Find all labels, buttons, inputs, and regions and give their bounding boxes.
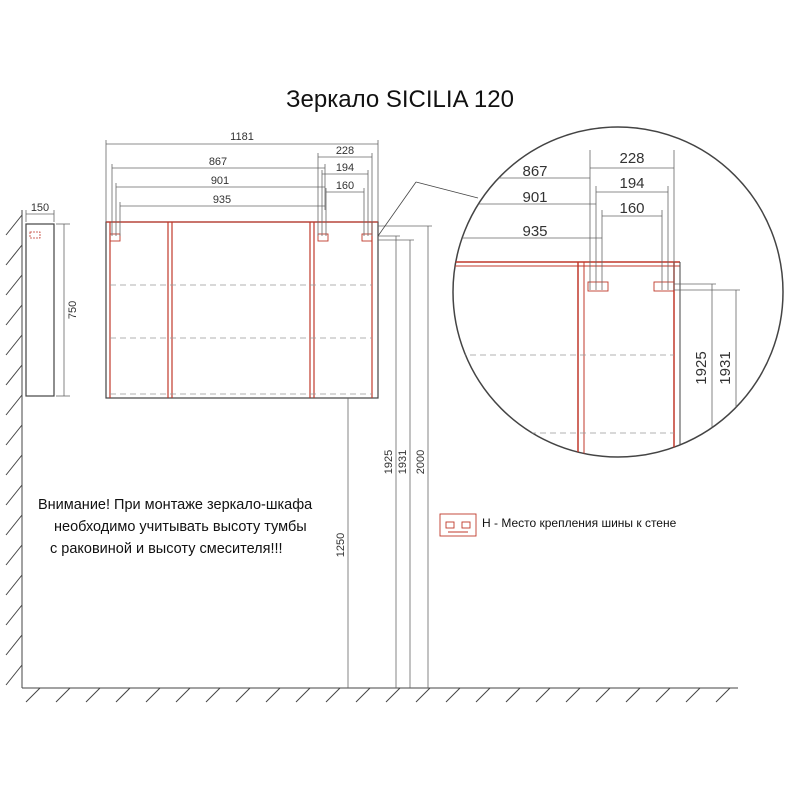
mounting-bracket <box>109 233 373 242</box>
warning-text: Внимание! При монтаже зеркало-шкафа необ… <box>38 494 358 560</box>
page-title: Зеркало SICILIA 120 <box>286 86 514 113</box>
dim-935: 935 <box>213 194 231 206</box>
dim-194: 194 <box>336 162 354 174</box>
legend-text: H - Место крепления шины к стене <box>482 516 677 530</box>
warning-line-1: Внимание! При монтаже зеркало-шкафа <box>38 497 313 513</box>
warning-line-3: с раковиной и высоту смесителя!!! <box>50 541 283 557</box>
dim-1925: 1925 <box>383 450 395 474</box>
front-view <box>105 221 379 399</box>
detail-dim-194: 194 <box>619 175 644 192</box>
dim-901: 901 <box>211 175 229 187</box>
dim-228: 228 <box>336 145 354 157</box>
warning-line-2: необходимо учитывать высоту тумбы <box>54 519 307 535</box>
legend-symbol <box>439 513 477 537</box>
front-dimensions <box>105 140 379 236</box>
detail-dim-1925: 1925 <box>693 351 710 384</box>
dim-1931: 1931 <box>397 450 409 474</box>
height-dimensions <box>347 225 432 688</box>
side-view: 150 750 <box>25 202 79 397</box>
detail-dim-1931: 1931 <box>717 351 734 384</box>
wall <box>5 210 23 688</box>
dim-867: 867 <box>209 156 227 168</box>
height-label: 750 <box>67 301 79 319</box>
dim-1181: 1181 <box>230 131 254 143</box>
detail-dim-228: 228 <box>619 150 644 167</box>
detail-dim-867: 867 <box>522 163 547 180</box>
detail-leader <box>377 181 479 237</box>
floor <box>22 687 738 703</box>
detail-dim-901: 901 <box>522 189 547 206</box>
detail-dim-160: 160 <box>619 200 644 217</box>
dim-1250: 1250 <box>335 533 347 557</box>
dim-160: 160 <box>336 180 354 192</box>
detail-dim-935: 935 <box>522 223 547 240</box>
detail-view: 867 901 935 228 194 160 1925 1931 <box>452 126 784 458</box>
dim-2000: 2000 <box>415 450 427 474</box>
depth-label: 150 <box>31 202 49 214</box>
